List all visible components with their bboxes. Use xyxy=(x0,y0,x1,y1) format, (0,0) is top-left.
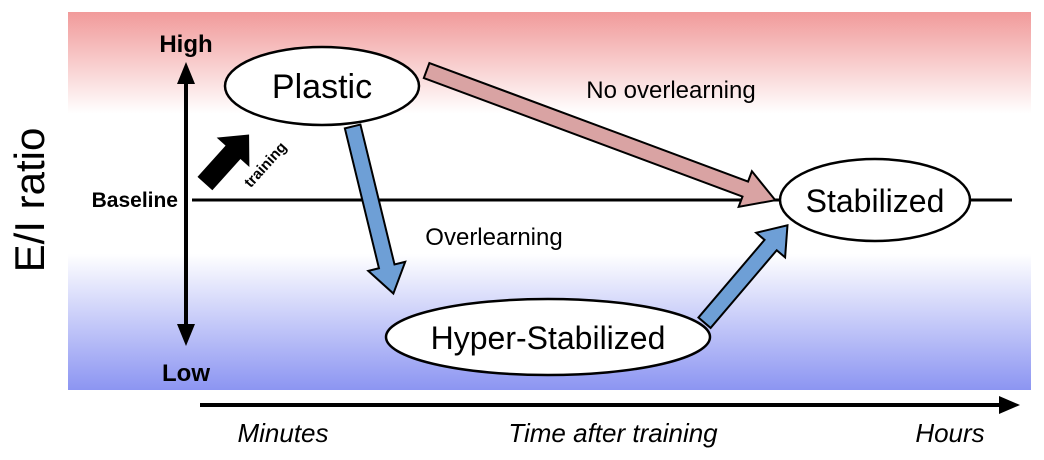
y-axis-title: E/I ratio xyxy=(6,128,53,273)
plastic-state-node xyxy=(223,45,421,127)
no-overlearning-label: No overlearning xyxy=(586,77,755,104)
time-axis-center-label: Time after training xyxy=(508,418,718,448)
y-high-label: High xyxy=(159,31,212,58)
stabilized-state-node xyxy=(778,157,972,243)
recovery-arrow xyxy=(697,223,789,330)
hyper-stabilized-state-node xyxy=(384,297,712,377)
y-axis-down-arrowhead xyxy=(177,324,195,346)
overlearning-label: Overlearning xyxy=(425,224,562,251)
y-axis-up-arrowhead xyxy=(177,62,195,84)
hyper-stabilized-state-label: Hyper-Stabilized xyxy=(431,320,666,356)
training-arrow xyxy=(197,134,250,191)
time-axis-left-label: Minutes xyxy=(237,418,328,448)
y-baseline-label: Baseline xyxy=(92,189,178,212)
plastic-state-label: Plastic xyxy=(272,68,372,106)
overlearning-arrow xyxy=(343,123,407,296)
time-axis-arrowhead xyxy=(999,396,1020,414)
stabilized-state-label: Stabilized xyxy=(806,183,945,219)
y-low-label: Low xyxy=(162,360,210,387)
time-axis-right-label: Hours xyxy=(915,418,984,448)
no-overlearning-arrow xyxy=(422,61,778,209)
